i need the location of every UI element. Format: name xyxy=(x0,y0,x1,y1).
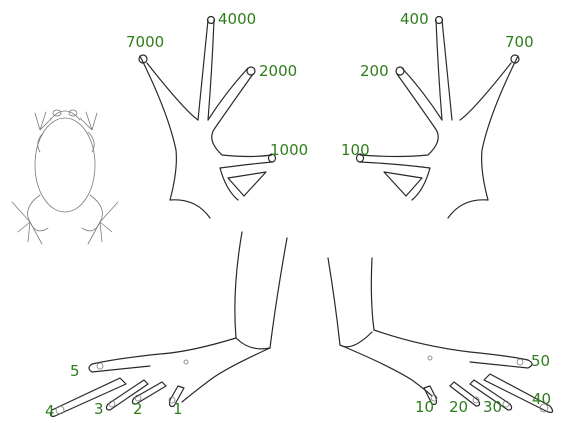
left-hind-leg xyxy=(92,232,287,402)
label-5: 5 xyxy=(70,362,80,380)
label-1000: 1000 xyxy=(270,141,308,159)
right-hind-leg xyxy=(328,258,528,396)
label-4: 4 xyxy=(45,402,55,420)
label-20: 20 xyxy=(449,398,468,416)
label-200: 200 xyxy=(360,62,389,80)
label-7000: 7000 xyxy=(126,33,164,51)
label-10: 10 xyxy=(415,398,434,416)
label-40: 40 xyxy=(532,390,551,408)
label-700: 700 xyxy=(505,33,534,51)
label-100: 100 xyxy=(341,141,370,159)
label-4000: 4000 xyxy=(218,10,256,28)
label-50: 50 xyxy=(531,352,550,370)
label-3: 3 xyxy=(94,400,104,418)
label-400: 400 xyxy=(400,10,429,28)
label-2000: 2000 xyxy=(259,62,297,80)
frog-thumbnail xyxy=(12,110,118,244)
label-2: 2 xyxy=(133,400,143,418)
label-1: 1 xyxy=(173,400,183,418)
label-30: 30 xyxy=(483,398,502,416)
right-foot-labels: 10 20 30 40 50 xyxy=(415,352,551,416)
right-front-hand xyxy=(360,20,518,218)
